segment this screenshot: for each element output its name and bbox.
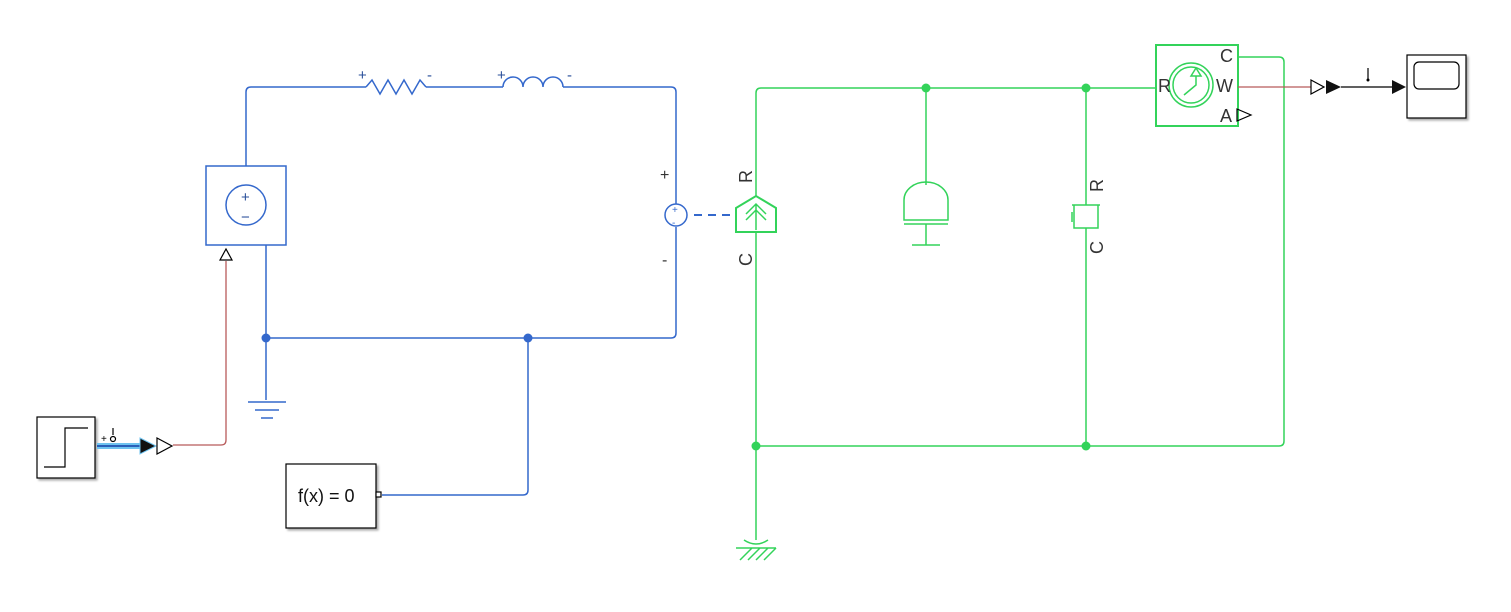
inductor-minus-label: - [567,67,572,84]
damper-c-label: C [1087,241,1107,254]
sensor-a-label: A [1220,106,1232,126]
step-block[interactable] [36,416,96,479]
inertia[interactable] [903,181,949,246]
scope[interactable] [1406,54,1467,119]
damper-r-label: R [1087,179,1107,192]
inductor[interactable]: + - [497,67,572,88]
actuator-minus-label: - [662,252,667,269]
actuator-plus-label: + [660,167,669,184]
electrical-wires[interactable] [245,86,677,496]
solver-configuration[interactable]: f(x) = 0 [285,463,382,529]
rotational-damper[interactable]: R C [1071,179,1107,254]
controlled-voltage-source[interactable]: + − [205,165,287,261]
resistor-plus-label: + [358,67,367,84]
inductor-plus-label: + [497,67,506,84]
electromechanical-converter[interactable]: + - + - [660,167,735,269]
signal-line-step[interactable] [173,261,227,446]
mechanical-rotational-reference[interactable] [736,539,777,561]
sensor-w-label: W [1216,76,1233,96]
resistor[interactable]: + - [358,67,432,96]
port-c-label: C [736,253,756,266]
rotational-converter-block[interactable]: R C [735,170,777,266]
source-minus-label: − [241,209,250,226]
converter-minus: - [672,218,675,229]
sensor-r-label: R [1158,76,1171,96]
resistor-minus-label: - [427,67,432,84]
ps-converter[interactable]: + [97,428,174,455]
electrical-reference[interactable] [248,401,286,419]
svg-text:+: + [101,434,107,445]
ideal-rotational-motion-sensor[interactable]: R C W A [1155,44,1253,127]
sensor-c-label: C [1220,46,1233,66]
ps-simulink-converter[interactable] [1310,68,1406,96]
source-plus-label: + [241,189,250,206]
port-r-label: R [736,170,756,183]
solver-label: f(x) = 0 [298,486,355,506]
mechanical-wires[interactable] [751,56,1285,540]
converter-plus: + [672,205,678,216]
